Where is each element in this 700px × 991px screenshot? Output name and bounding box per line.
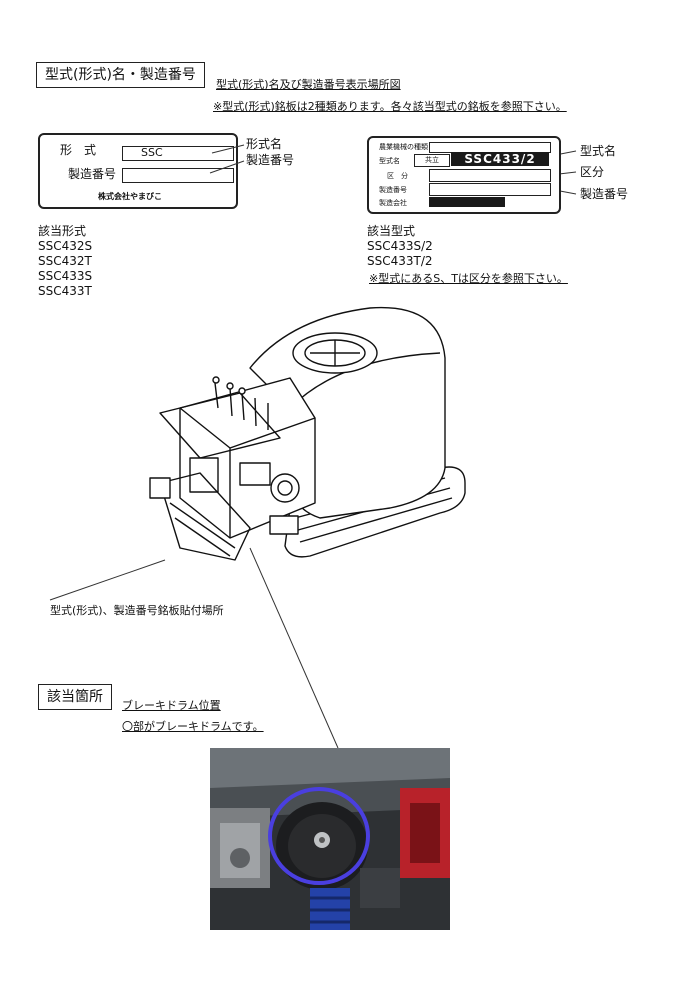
callout-left-serial: 製造番号 (246, 153, 295, 167)
callout-left-model: 形式名 (246, 137, 283, 151)
plate-left-model-label: 形 式 (60, 143, 97, 157)
plate-right-div-field (429, 169, 551, 182)
highlight-circle (268, 787, 370, 885)
left-model-list: 該当形式 SSC432S SSC432T SSC433S SSC433T (38, 224, 92, 299)
right-model-list: 該当型式 SSC433S/2 SSC433T/2 (367, 224, 433, 269)
location-heading: 型式(形式)名及び製造番号表示場所図 (216, 78, 401, 91)
plate-right-serial-field (429, 183, 551, 196)
plate-right-serial-label: 製造番号 (379, 186, 407, 194)
machine-caption: 型式(形式)、製造番号銘板貼付場所 (50, 604, 224, 617)
callout-right-serial: 製造番号 (580, 187, 629, 201)
plate-right-maker-field (429, 197, 505, 207)
sprayer-machine-illustration (149, 306, 466, 561)
list-item: SSC433T (38, 284, 92, 298)
list-item: SSC433T/2 (367, 254, 433, 268)
list-item: SSC433S/2 (367, 239, 433, 253)
nameplate-right: 農業機械の種類 型式名 共立 SSC433/2 区 分 製造番号 製造会社 (367, 136, 561, 214)
section2-title: 該当箇所 (38, 684, 112, 710)
section-title: 型式(形式)名・製造番号 (36, 62, 205, 88)
brake-drum-photo (210, 748, 450, 930)
plate-left-serial-label: 製造番号 (68, 167, 117, 181)
plate-right-model-prefix: 共立 (414, 154, 450, 167)
left-model-heading: 該当形式 (38, 224, 87, 238)
plate-right-maker-label: 製造会社 (379, 199, 407, 207)
section2-subheading: ブレーキドラム位置 (122, 699, 221, 712)
nameplate-left: 形 式 SSC 製造番号 株式会社やまびこ (38, 133, 238, 209)
plate-right-model-label: 型式名 (379, 157, 400, 165)
right-model-heading: 該当型式 (367, 224, 416, 238)
plate-right-div-label: 区 分 (387, 172, 408, 180)
plate-left-maker: 株式会社やまびこ (98, 192, 162, 201)
callout-right-model: 型式名 (580, 144, 617, 158)
plate-left-serial-field (122, 168, 234, 183)
list-item: SSC432S (38, 239, 93, 253)
list-item: SSC432T (38, 254, 92, 268)
plate-left-model-field: SSC (122, 146, 234, 161)
plate-note: ※型式(形式)銘板は2種類あります。各々該当型式の銘板を参照下さい。 (213, 100, 567, 113)
section2-note: 〇部がブレーキドラムです。 (122, 720, 264, 733)
plate-right-model-value: SSC433/2 (451, 152, 549, 166)
plate-right-kind-label: 農業機械の種類 (379, 143, 428, 151)
callout-right-div: 区分 (580, 165, 605, 179)
list-item: SSC433S (38, 269, 93, 283)
plate-left-model-value: SSC (141, 146, 163, 159)
right-model-note: ※型式にあるS、Tは区分を参照下さい。 (369, 272, 568, 285)
